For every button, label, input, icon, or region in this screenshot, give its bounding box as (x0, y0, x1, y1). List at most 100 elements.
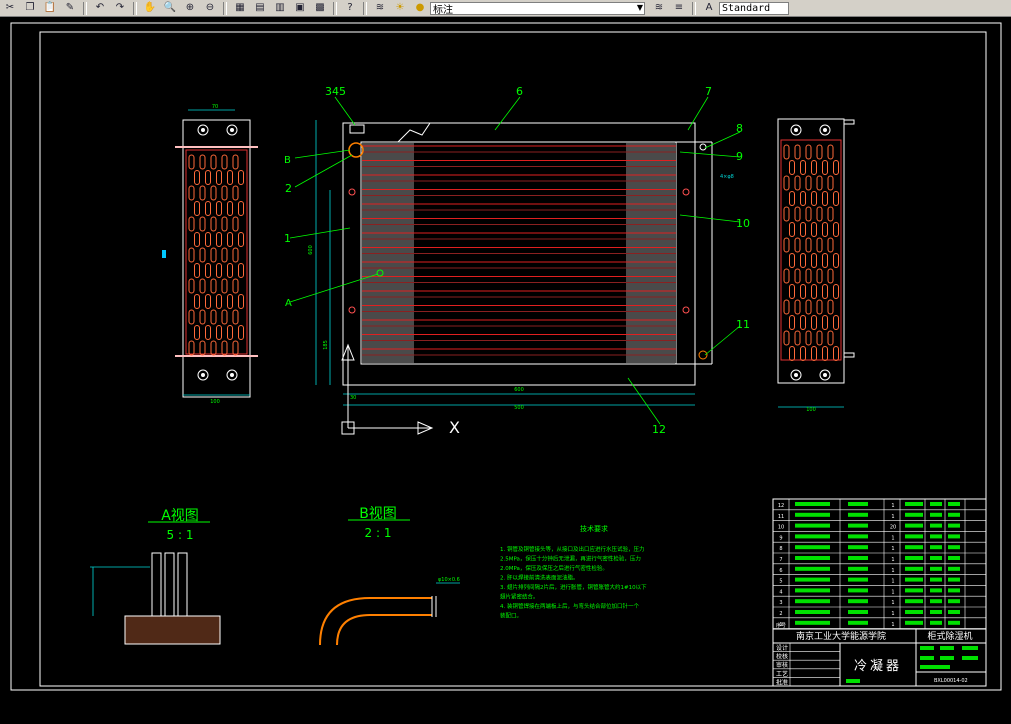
fin-slot (227, 201, 233, 216)
redo-icon[interactable]: ↷ (115, 2, 125, 13)
fin-slot (238, 294, 244, 309)
layer-translate-icon[interactable]: ≡ (674, 2, 684, 13)
text-style-icon[interactable]: A (705, 2, 713, 13)
fin-slot (789, 191, 795, 206)
bom-name-bar (848, 566, 868, 571)
bom-material-bar (905, 502, 923, 506)
view-b-dim: φ10×0.6 (438, 577, 460, 583)
dim-hole-note: 4×φ8 (720, 174, 734, 180)
markup-icon[interactable]: ▣ (295, 2, 305, 13)
fin-slot (822, 160, 828, 175)
fin-slot (805, 175, 812, 191)
fin-slot (800, 346, 806, 361)
fin-slot (194, 263, 200, 278)
dim-500: 500 (514, 405, 524, 411)
fin-slot (811, 346, 817, 361)
bom-name-bar (848, 502, 868, 506)
fin-slot (816, 268, 823, 284)
fin-slot (199, 185, 206, 201)
fin-slot (783, 144, 790, 160)
callout-9: 9 (736, 150, 743, 163)
toolbar-separator (223, 1, 227, 15)
bom-qty: 1 (891, 546, 894, 552)
bom-weight-bar (930, 577, 942, 582)
note-line: 3. 翅片排列间隔2片后，进行胀管，铜管胀管大约1#10以下 (500, 583, 647, 591)
zoom-window-icon[interactable]: ⊕ (185, 2, 195, 13)
fin-slot (210, 278, 217, 294)
match-properties-icon[interactable]: ✎ (65, 2, 75, 13)
title-field-bar (940, 656, 954, 660)
layer-previous-icon[interactable]: ≋ (654, 2, 664, 13)
fin-slot (805, 237, 812, 253)
fin-slot (194, 294, 200, 309)
pan-icon[interactable]: ✋ (143, 2, 157, 13)
fin-slot (816, 206, 823, 222)
drawing-canvas[interactable]: 100 70 600 185 600 500 30 4×φ8 (0, 17, 1011, 720)
bom-row-number: 4 (779, 589, 782, 595)
callout-1: 1 (284, 232, 291, 245)
bom-weight-bar (948, 556, 960, 560)
bom-name-bar (848, 534, 868, 539)
bom-material-bar (905, 556, 923, 560)
front-view-outline (342, 122, 696, 386)
text-style-dropdown[interactable]: Standard (719, 1, 789, 15)
dim-600-horizontal: 600 (514, 387, 524, 393)
fin-slot (199, 309, 206, 325)
fin-slot (194, 232, 200, 247)
fin-slot (827, 144, 834, 160)
title-field-bar (846, 679, 860, 683)
bom-weight-bar (948, 512, 960, 517)
fin-slot (232, 216, 239, 232)
bom-row-number: 8 (779, 546, 782, 552)
layer-dropdown[interactable]: 标注 ▼ (430, 1, 645, 16)
fin-slot (811, 253, 817, 268)
bom-weight-bar (930, 599, 942, 604)
drawing-frame (39, 31, 987, 687)
design-center-icon[interactable]: ▤ (255, 2, 265, 13)
view-a-title: A视图 (161, 508, 199, 524)
undo-icon[interactable]: ↶ (95, 2, 105, 13)
copy-icon[interactable]: ❐ (25, 2, 35, 13)
bom-material-bar (905, 534, 923, 539)
bom-row-number: 6 (779, 568, 782, 574)
bom-name-bar (848, 556, 868, 560)
fin-slot (199, 154, 206, 170)
fin-slot (232, 278, 239, 294)
layer-manager-icon[interactable]: ≋ (375, 2, 385, 13)
fin-slot (199, 247, 206, 263)
fin-slot (205, 201, 211, 216)
fin-slot (199, 216, 206, 232)
bom-material-bar (905, 599, 923, 604)
fin-slot (210, 309, 217, 325)
bom-qty: 1 (891, 568, 894, 574)
tool-palettes-icon[interactable]: ▥ (275, 2, 285, 13)
layer-color-icon[interactable]: ● (415, 2, 425, 13)
chevron-down-icon[interactable]: ▼ (636, 2, 643, 12)
calculator-icon[interactable]: ▩ (315, 2, 325, 13)
bom-row-number: 10 (778, 525, 784, 531)
fin-slot (188, 216, 195, 232)
bom-weight-bar (948, 620, 960, 625)
cut-icon[interactable]: ✂ (5, 2, 15, 13)
fin-slot (221, 154, 228, 170)
help-icon[interactable]: ? (347, 2, 353, 13)
bom-weight-bar (948, 545, 960, 550)
bom-name-bar (848, 512, 868, 517)
zoom-realtime-icon[interactable]: 🔍 (163, 2, 177, 13)
layer-state-icon[interactable]: ☀ (395, 2, 405, 13)
callout-12: 12 (652, 423, 666, 436)
sign-label: 校核 (776, 653, 788, 661)
paste-icon[interactable]: 📋 (43, 2, 57, 13)
fin-slot (833, 222, 839, 237)
dim-30: 30 (350, 395, 356, 401)
properties-icon[interactable]: ▦ (235, 2, 245, 13)
school-name: 南京工业大学能源学院 (796, 630, 886, 642)
fin-slot (800, 315, 806, 330)
fin-slot (783, 206, 790, 222)
zoom-previous-icon[interactable]: ⊖ (205, 2, 215, 13)
fin-slot (188, 340, 195, 356)
toolbar-separator (692, 1, 696, 15)
layer-dropdown-value: 标注 (433, 4, 453, 16)
bom-row-number: 11 (778, 514, 784, 520)
fin-slot (833, 284, 839, 299)
